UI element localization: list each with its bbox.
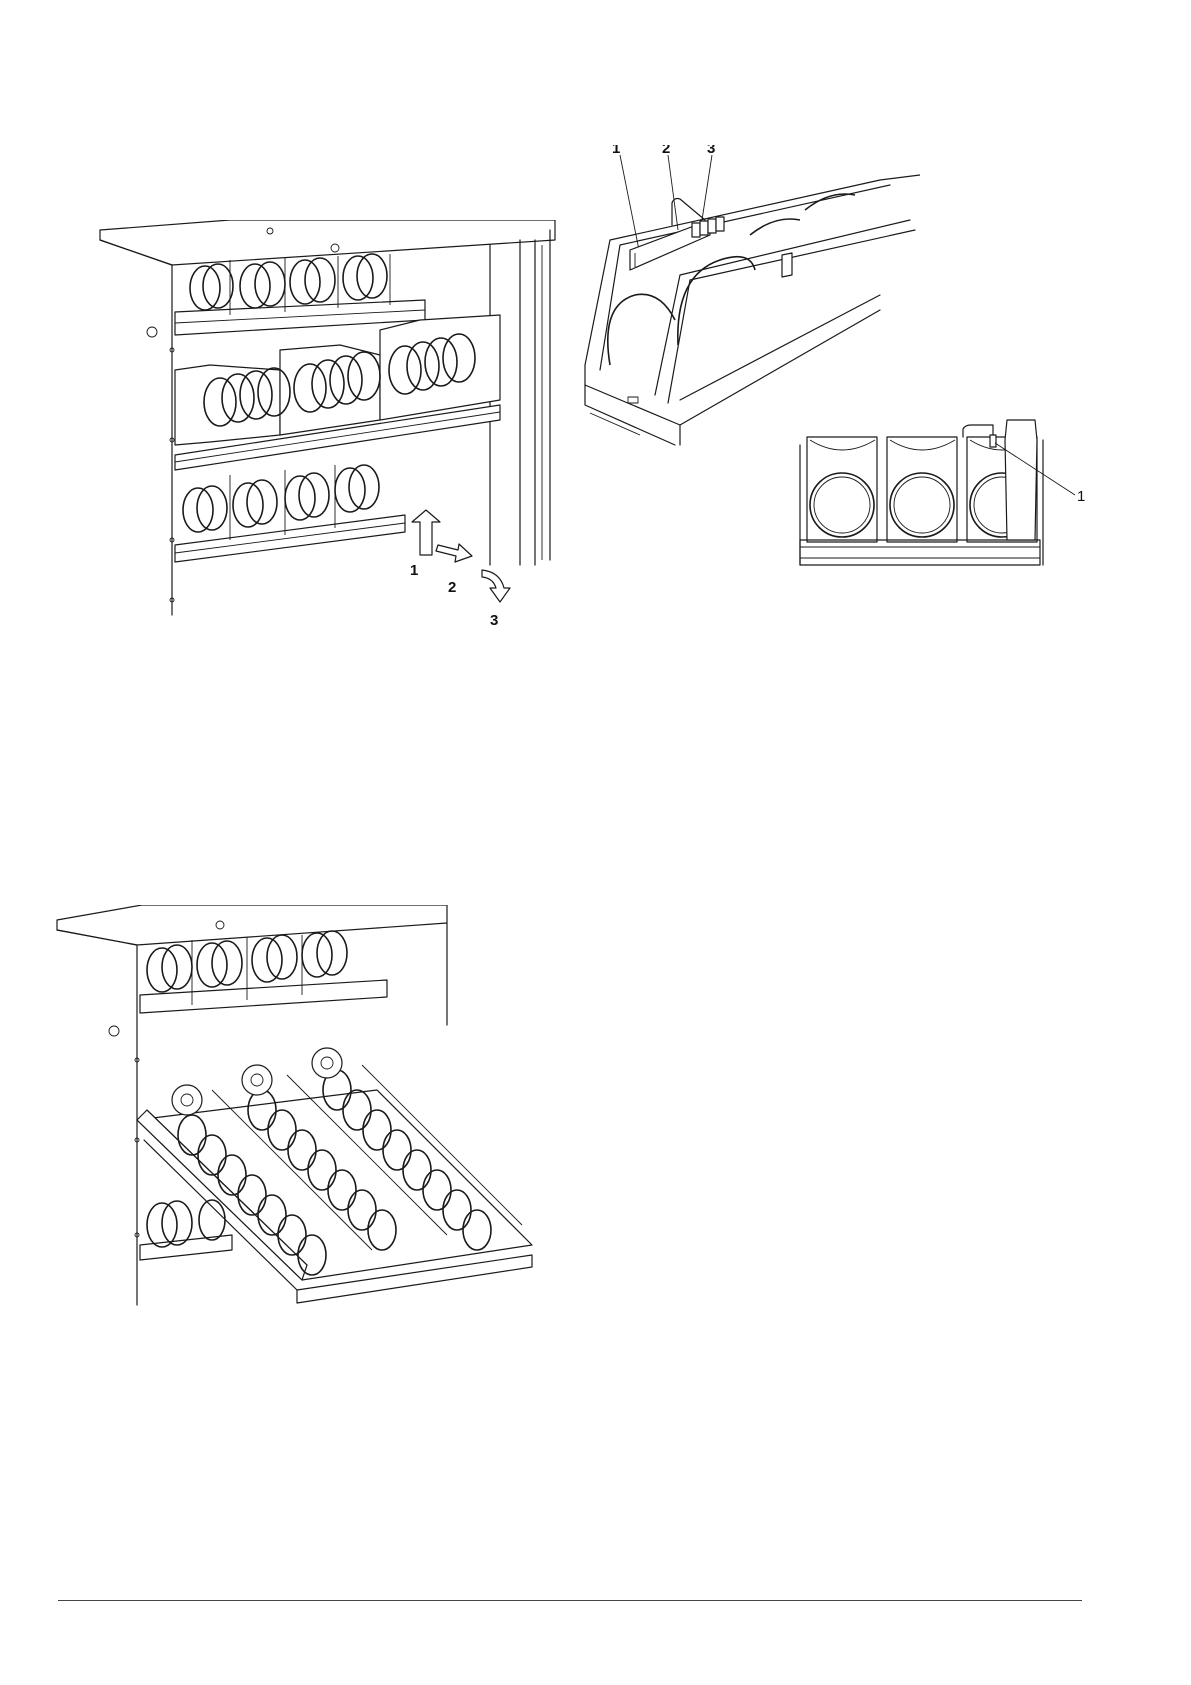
lower-tray xyxy=(175,465,405,562)
middle-tray xyxy=(175,315,500,470)
upper-tray xyxy=(175,254,425,335)
callout-3: 3 xyxy=(490,612,498,629)
callout-2: 2 xyxy=(448,579,456,596)
lower-tray xyxy=(140,1200,232,1260)
tray-tilted-figure xyxy=(52,905,572,1325)
callout-2: 2 xyxy=(662,145,670,157)
arrow-1 xyxy=(412,510,440,555)
arrow-3 xyxy=(482,570,510,602)
callout-1: 1 xyxy=(612,145,620,157)
tilted-tray xyxy=(137,1048,532,1303)
channel-front-view-figure: 1 xyxy=(795,415,1095,575)
footer-rule xyxy=(58,1600,1082,1601)
arrow-2 xyxy=(436,544,472,562)
callout-3: 3 xyxy=(707,145,715,157)
callout-1: 1 xyxy=(410,562,418,579)
callout-1: 1 xyxy=(1077,488,1085,505)
upper-tray xyxy=(140,931,387,1013)
tray-removal-figure: 1 2 3 xyxy=(80,220,560,700)
